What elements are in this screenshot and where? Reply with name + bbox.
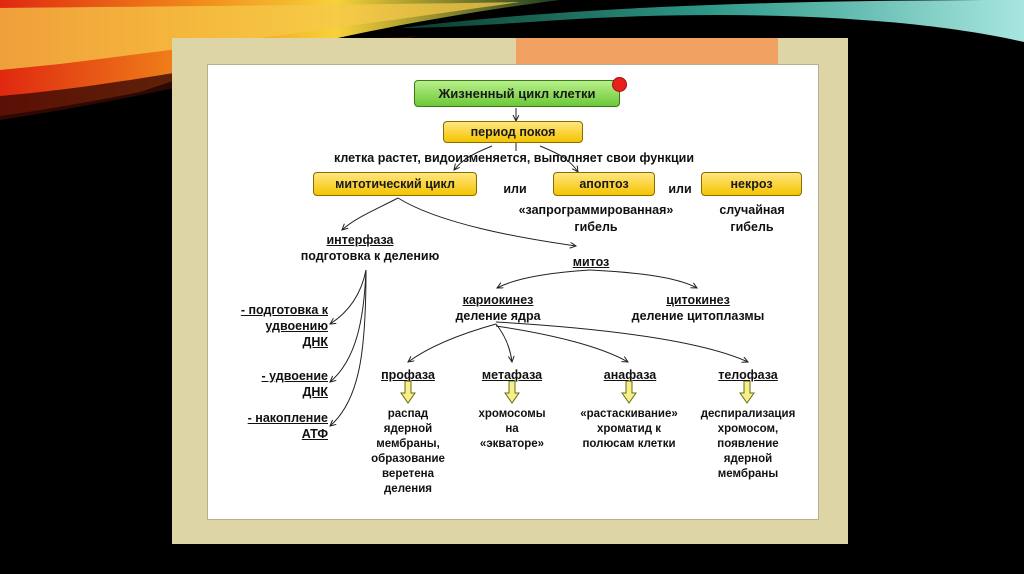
arrow-to-cytokinesis (589, 269, 697, 288)
phase-desc-metaphase: хромосомы на «экваторе» (478, 408, 546, 450)
karyokinesis-description: деление ядра (455, 309, 541, 323)
apoptosis-box: апоптоз (553, 172, 655, 196)
cytokinesis-description: деление цитоплазмы (631, 309, 765, 323)
phase-title-prophase: профаза (381, 368, 435, 382)
or-label-2: или (668, 182, 692, 196)
arrow-to-mitosis (397, 197, 576, 246)
phase-desc-prophase: распад ядерной мембраны, образование вер… (371, 408, 445, 495)
rest-description: клетка растет, видоизменяется, выполняет… (333, 151, 695, 165)
mitosis-title: митоз (572, 255, 610, 269)
cytokinesis-title: цитокинез (666, 293, 730, 307)
or-label-1: или (503, 182, 527, 196)
apoptosis-description-1: «запрограммированная» (518, 203, 674, 217)
necrosis-description-2: гибель (730, 220, 774, 234)
down-arrow-metaphase (504, 380, 520, 404)
mitotic-cycle-box: митотический цикл (313, 172, 477, 196)
apoptosis-label: апоптоз (579, 177, 629, 191)
arrow-to-anaphase (495, 325, 628, 362)
interphase-description: подготовка к делению (300, 249, 440, 263)
arrow-to-item2 (330, 269, 367, 382)
rest-period-box: период покоя (443, 121, 583, 143)
phase-title-telophase: телофаза (718, 368, 778, 382)
phase-title-metaphase: метафаза (481, 368, 543, 382)
necrosis-label: некроз (730, 177, 773, 191)
arrow-to-prophase (408, 323, 497, 362)
root-box: Жизненный цикл клетки (414, 80, 620, 107)
swoosh-teal (400, 0, 1024, 42)
phase-desc-anaphase: «растаскивание» хроматид к полюсам клетк… (580, 408, 678, 450)
mitotic-cycle-label: митотический цикл (335, 177, 455, 191)
down-arrow-anaphase (621, 380, 637, 404)
arrow-to-metaphase (495, 323, 512, 362)
arrow-to-apoptosis (539, 145, 578, 172)
interphase-item-2: - удвоение ДНК (261, 369, 328, 399)
arrow-to-interphase (342, 197, 399, 230)
phase-title-anaphase: анафаза (603, 368, 657, 382)
arrow-to-karyokinesis (497, 269, 591, 288)
root-label: Жизненный цикл клетки (438, 86, 596, 101)
down-arrow-telophase (739, 380, 755, 404)
phase-down-arrows (400, 380, 755, 404)
necrosis-box: некроз (701, 172, 802, 196)
arrow-to-item3 (330, 269, 367, 426)
arrow-to-mitotic (454, 145, 493, 170)
arrow-to-item1 (330, 269, 367, 324)
necrosis-description-1: случайная (719, 203, 785, 217)
down-arrow-prophase (400, 380, 416, 404)
karyokinesis-title: кариокинез (462, 293, 534, 307)
red-dot-marker (612, 77, 627, 92)
phase-desc-telophase: деспирализация хромосом, появление ядерн… (700, 408, 796, 480)
apoptosis-description-2: гибель (574, 220, 618, 234)
rest-period-label: период покоя (470, 125, 556, 139)
arrow-to-telophase (495, 321, 748, 362)
swoosh-yellow (0, 2, 520, 70)
interphase-title: интерфаза (326, 233, 394, 247)
interphase-item-1: - подготовка к удвоению ДНК (240, 303, 328, 349)
interphase-item-3: - накопление АТФ (247, 411, 328, 441)
